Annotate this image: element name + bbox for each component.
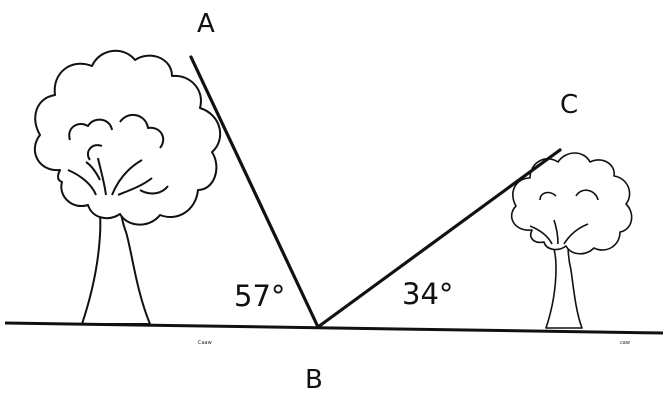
tree-icon-right bbox=[510, 152, 633, 329]
angle-label-right: 34° bbox=[402, 277, 453, 311]
angle-label-left: 57° bbox=[234, 279, 285, 313]
ground-line bbox=[4, 321, 664, 335]
point-label-c: C bbox=[560, 90, 578, 120]
ray-bc bbox=[316, 148, 562, 329]
ground-mark-left: Caaw bbox=[198, 340, 212, 346]
point-label-b: B bbox=[305, 365, 323, 395]
tree-icon-left bbox=[33, 50, 222, 325]
ground-mark-right: caw bbox=[620, 340, 630, 346]
ray-ba bbox=[189, 55, 320, 329]
point-label-a: A bbox=[197, 9, 215, 39]
